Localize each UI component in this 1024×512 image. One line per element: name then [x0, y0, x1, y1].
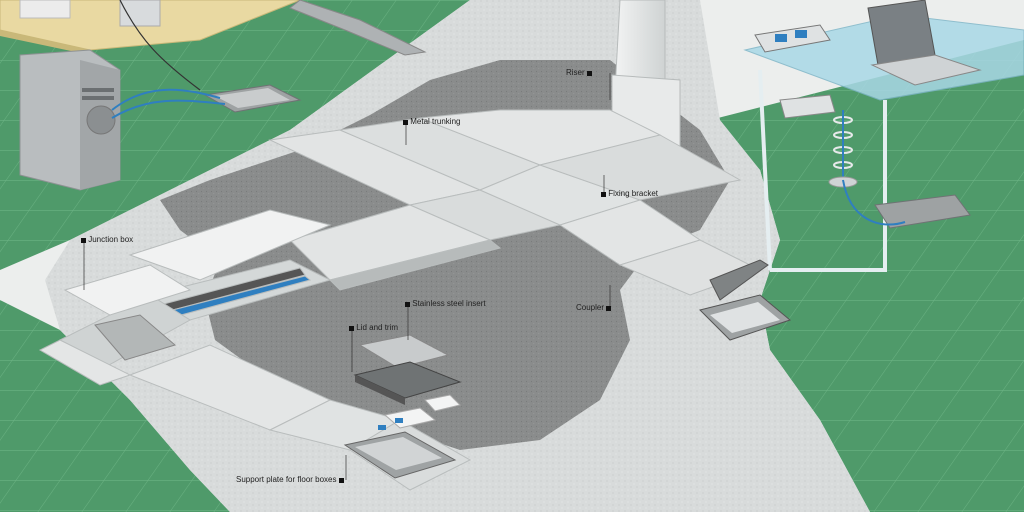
junction-box: [94, 314, 177, 361]
keyboard: [19, 0, 71, 19]
carpet-left: [0, 0, 470, 270]
desk-frame: [758, 69, 772, 271]
cable-spiral: [828, 110, 858, 188]
label-metal-trunking: Metal trunking: [403, 117, 460, 127]
label-lid-and-trim: Lid and trim: [349, 323, 398, 333]
laptop-screen: [867, 0, 936, 66]
label-stainless-steel-insert: Stainless steel insert: [405, 299, 486, 309]
label-coupler: Coupler: [576, 303, 612, 313]
monitor-stand: [119, 0, 161, 27]
label-fixing-bracket: Fixing bracket: [601, 189, 658, 199]
label-riser: Riser: [566, 68, 592, 78]
label-support-plate: Support plate for floor boxes: [236, 475, 344, 485]
junction-box-lid: [128, 209, 332, 281]
floor-box-right: [874, 194, 971, 229]
junction-box-plate: [63, 264, 192, 316]
label-junction-box: Junction box: [81, 235, 133, 245]
laptop-base: [870, 54, 982, 86]
leader-lines: [83, 73, 611, 480]
blue-cable: [111, 88, 221, 111]
floor-box-assembly: [353, 334, 462, 430]
carpet-right: [710, 40, 1024, 512]
fan-icon: [86, 105, 116, 135]
desk-socket-unit: [754, 24, 831, 53]
cable-tray: [779, 94, 836, 119]
black-cable: [119, 0, 201, 91]
desk-leg: [289, 0, 427, 56]
floor-box-open: [699, 259, 792, 341]
